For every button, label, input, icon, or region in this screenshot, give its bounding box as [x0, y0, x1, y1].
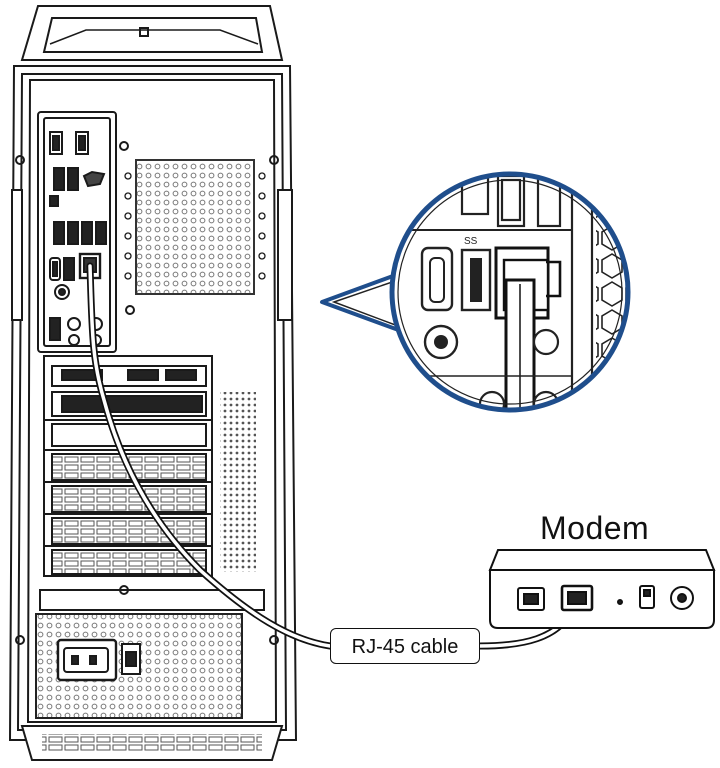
desktop-tower-icon	[8, 5, 298, 761]
modem-device-icon	[488, 549, 716, 629]
rj45-cable-label: RJ-45 cable	[330, 628, 480, 664]
svg-text:SS: SS	[464, 236, 478, 247]
power-supply	[35, 613, 243, 719]
magnifier-callout-icon: SS	[320, 171, 631, 413]
rear-vent-top	[135, 159, 255, 295]
modem-label: Modem	[540, 510, 650, 546]
io-shield	[37, 111, 117, 353]
